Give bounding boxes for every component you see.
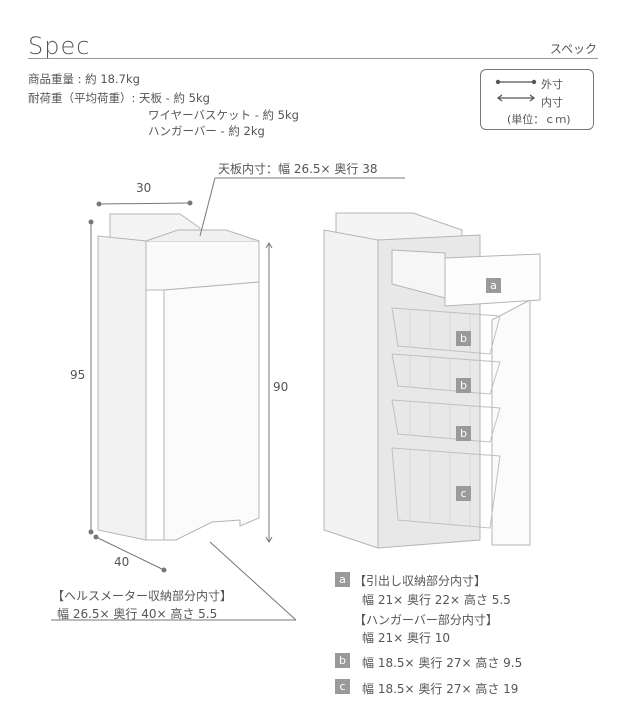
closed-cabinet	[97, 213, 260, 541]
spec-load: 耐荷重（平均荷重）: 天板 - 約 5kg	[28, 91, 210, 105]
open-cabinet	[323, 212, 541, 549]
note-badge-a: a	[335, 572, 350, 587]
wire-baskets	[391, 307, 501, 529]
inner-dimension-icon	[497, 94, 535, 102]
badge-a: a	[486, 278, 501, 293]
legend-unit: (単位：ｃｍ)	[507, 113, 571, 126]
note-a-heading: 【引出し収納部分内寸】	[354, 574, 487, 588]
page-title: Spec	[28, 32, 91, 60]
legend-outer-label: 外寸	[541, 78, 563, 91]
meter-heading: 【ヘルスメーター収納部分内寸】	[52, 589, 233, 603]
badge-b-1: b	[456, 331, 471, 346]
top-inner-label: 天板内寸：幅 26.5× 奥行 38	[218, 162, 378, 176]
page-subtitle: スペック	[549, 42, 597, 56]
note-a-value: 幅 21× 奥行 22× 高さ 5.5	[362, 593, 511, 607]
closed-cabinet-dimensions	[51, 177, 405, 621]
width-label: 30	[136, 181, 152, 195]
note-b-value: 幅 18.5× 奥行 27× 高さ 9.5	[362, 656, 523, 670]
outer-height-label: 95	[70, 368, 86, 382]
inner-height-label: 90	[273, 380, 289, 394]
note-badge-c: c	[335, 679, 350, 694]
legend-arrows	[495, 79, 537, 102]
title-divider	[28, 58, 598, 59]
badge-b-3: b	[456, 426, 471, 441]
meter-value: 幅 26.5× 奥行 40× 高さ 5.5	[57, 607, 218, 621]
note-badge-b: b	[335, 653, 350, 668]
note-hanger-heading: 【ハンガーバー部分内寸】	[354, 613, 498, 627]
badge-c: c	[456, 486, 471, 501]
basket-mesh	[409, 310, 471, 526]
dimension-legend: 外寸 内寸 (単位：ｃｍ)	[480, 69, 594, 130]
note-c-value: 幅 18.5× 奥行 27× 高さ 19	[362, 682, 519, 696]
legend-inner-label: 内寸	[541, 96, 563, 109]
outer-dimension-icon	[495, 79, 537, 85]
depth-label: 40	[114, 555, 130, 569]
spec-load-basket: ワイヤーバスケット - 約 5kg	[148, 108, 299, 122]
badge-b-2: b	[456, 378, 471, 393]
spec-weight: 商品重量 : 約 18.7kg	[28, 72, 140, 86]
note-hanger-value: 幅 21× 奥行 10	[362, 631, 451, 645]
spec-load-hanger: ハンガーバー - 約 2kg	[148, 124, 265, 138]
